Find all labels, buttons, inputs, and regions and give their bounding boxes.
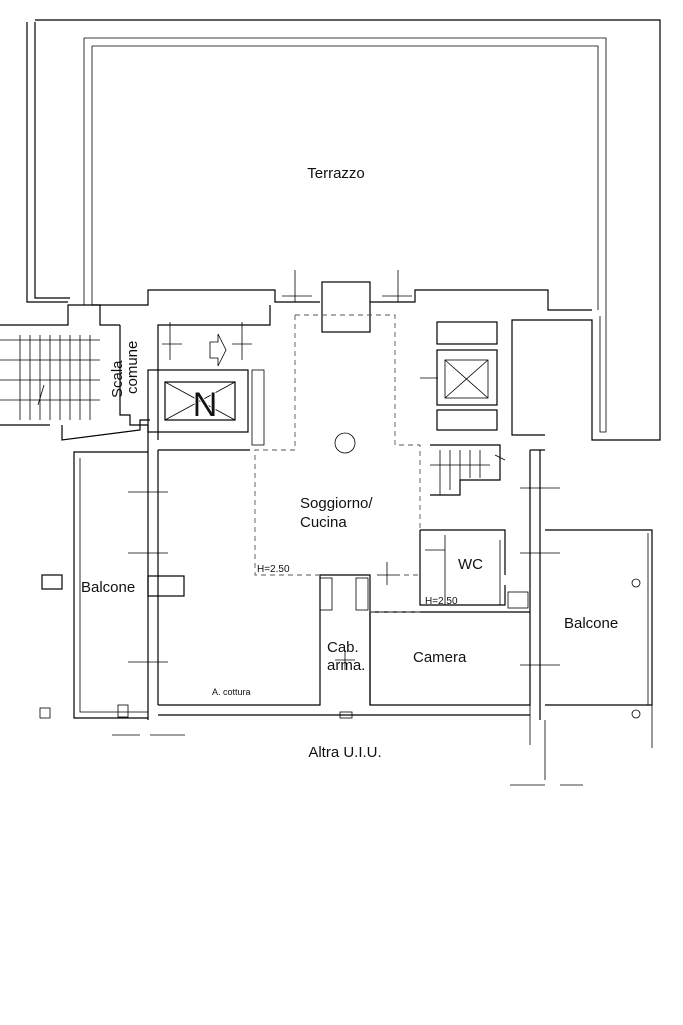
lower-fragments bbox=[112, 734, 583, 786]
label-altra-uiu: Altra U.I.U. bbox=[308, 744, 381, 761]
label-cucina: Cucina bbox=[300, 514, 347, 531]
balcony-right bbox=[545, 529, 653, 748]
terrace-outline bbox=[26, 19, 661, 441]
label-height-wc: H=2.50 bbox=[425, 596, 458, 607]
label-soggiorno: Soggiorno/ bbox=[300, 495, 373, 512]
wardrobe bbox=[319, 577, 369, 670]
label-balcone-left: Balcone bbox=[81, 579, 135, 596]
internal-stairs bbox=[430, 444, 506, 496]
room-labels: Terrazzo Scala comune Soggiorno/ Cucina … bbox=[81, 165, 618, 761]
label-balcone-right: Balcone bbox=[564, 615, 618, 632]
label-wc: WC bbox=[458, 556, 483, 573]
common-stairs bbox=[0, 304, 150, 441]
chimney-block bbox=[282, 270, 412, 333]
right-elevator bbox=[420, 321, 498, 431]
label-scala: Scala bbox=[109, 360, 126, 398]
label-cab: Cab. bbox=[327, 639, 359, 656]
living-dashed-boundary bbox=[254, 314, 421, 613]
label-comune: comune bbox=[124, 341, 141, 394]
apartment-walls bbox=[119, 305, 546, 780]
openings bbox=[128, 322, 560, 666]
north-label: N bbox=[193, 386, 218, 424]
label-height-living: H=2.50 bbox=[257, 564, 290, 575]
label-terrazzo: Terrazzo bbox=[307, 165, 365, 182]
label-camera: Camera bbox=[413, 649, 467, 666]
north-elevator: N bbox=[147, 369, 265, 446]
label-cottura: A. cottura bbox=[212, 687, 251, 697]
balcony-left bbox=[39, 451, 185, 719]
label-arma: arma. bbox=[327, 657, 365, 674]
wc-room bbox=[377, 529, 529, 609]
